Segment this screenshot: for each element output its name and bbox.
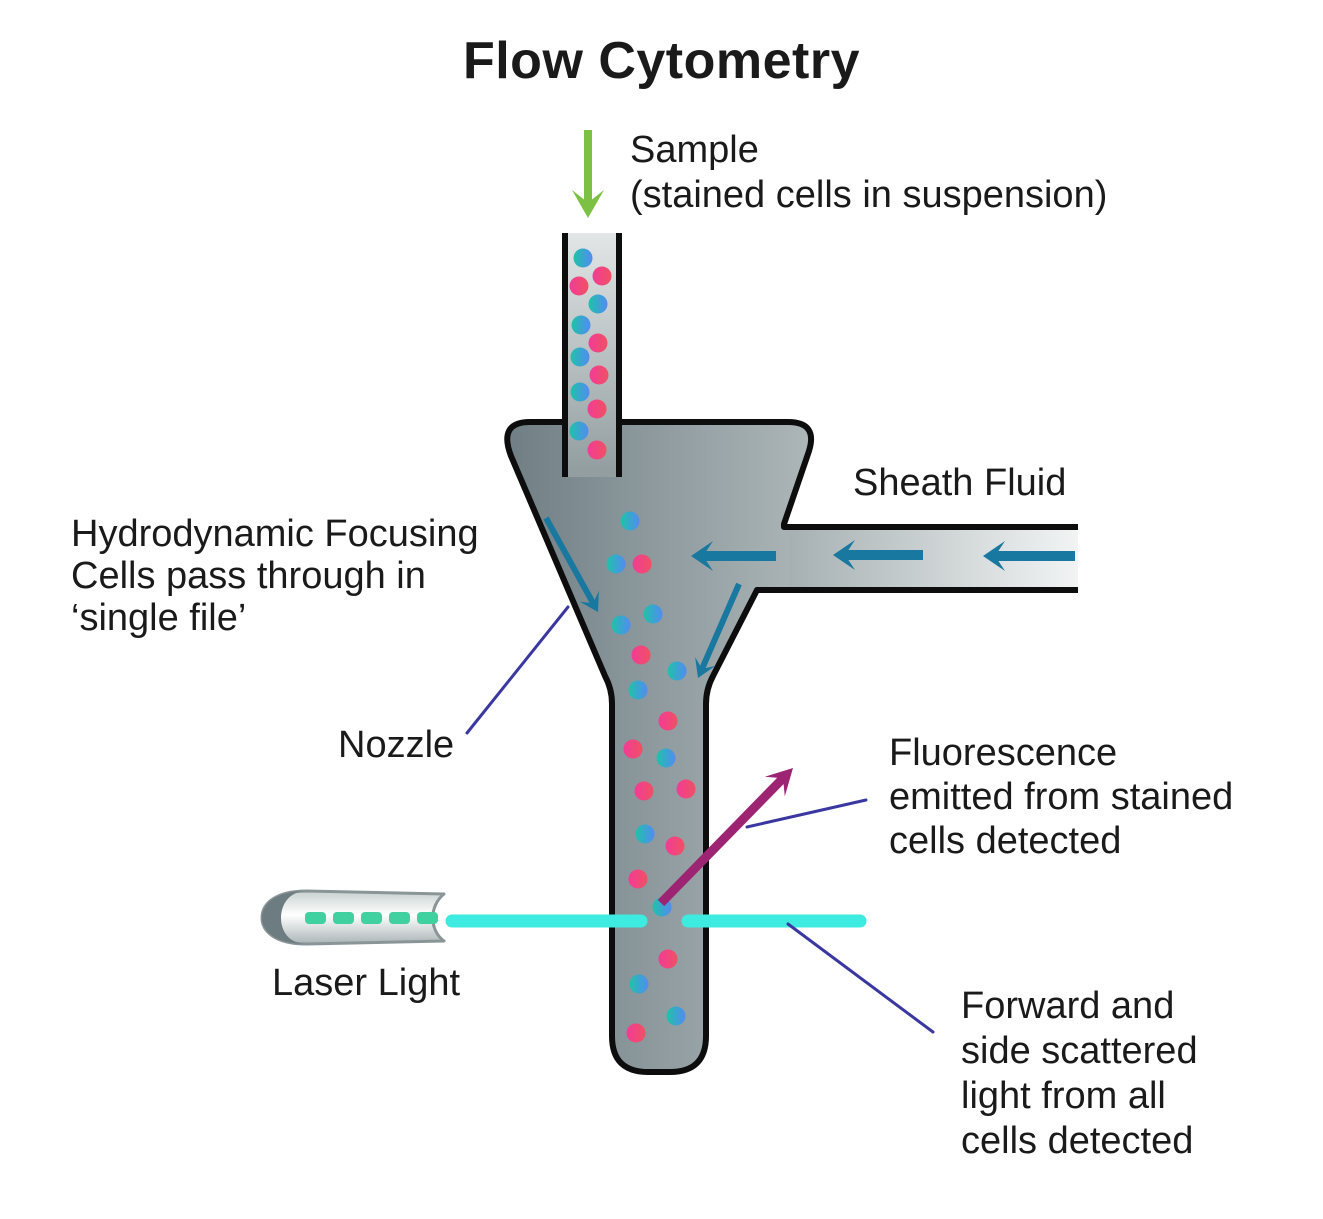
laser-dash [389, 912, 410, 924]
focusing-arrow-right-head [695, 657, 716, 678]
cell-dot-pink [676, 779, 696, 799]
sheath-flow-arrow-3 [983, 541, 1075, 571]
focusing-arrow-left-shaft [543, 516, 596, 605]
cell-dot-blue [573, 248, 593, 268]
fluorescence-label: Fluorescence emitted from stained cells … [889, 731, 1233, 863]
cell-dot-pink [592, 266, 612, 286]
pointer-lines [465, 605, 935, 1034]
cell-dot-pink [588, 333, 608, 353]
sheath-flow-arrow-2-head [833, 540, 855, 570]
cell-dot-pink [589, 365, 609, 385]
sheath-flow-arrow-3-head [983, 541, 1005, 571]
cell-dot-pink [634, 781, 654, 801]
cell-dot-pink [623, 739, 643, 759]
fluorescence-arrow-head [764, 768, 793, 797]
cell-dot-blue [635, 824, 655, 844]
cell-dot-pink [628, 869, 648, 889]
laser-end-cap [262, 891, 307, 944]
focusing-arrow-right [695, 582, 742, 678]
laser-device [260, 889, 446, 946]
flow-arrows [543, 130, 1075, 907]
laser-dash [417, 912, 438, 924]
focusing-arrow-left [543, 516, 599, 612]
fluorescence-label-line3: cells detected [889, 820, 1122, 862]
sheath-fluid-label: Sheath Fluid [853, 462, 1067, 504]
cell-dot-pink [587, 399, 607, 419]
laser-dash [333, 912, 354, 924]
funnel-outline [504, 419, 1078, 1075]
focusing-arrow-right-shaft [699, 582, 742, 671]
cell-dot-blue [656, 748, 676, 768]
cell-dot-blue [588, 294, 608, 314]
laser-light-label: Laser Light [272, 962, 461, 1004]
cell-dot-pink [632, 554, 652, 574]
cell-dot-pink [631, 645, 651, 665]
sample-label: Sample (stained cells in suspension) [630, 128, 1107, 218]
cell-dot-blue [570, 347, 590, 367]
focusing-arrow-left-head [579, 590, 599, 612]
hydro-label-line1: Hydrodynamic Focusing [71, 513, 479, 555]
fluorescence-label-line1: Fluorescence [889, 732, 1118, 774]
diagram-title: Flow Cytometry [462, 32, 861, 90]
cell-dot-blue [643, 604, 663, 624]
cell-dot-blue [569, 421, 589, 441]
sheath-flow-arrow-1-head [691, 541, 713, 571]
sample-flow-arrow [572, 130, 604, 218]
cell-dot-pink [665, 836, 685, 856]
scattered-label-line3: light from all [961, 1075, 1166, 1117]
scattered-label-line2: side scattered [961, 1030, 1198, 1072]
fluorescence-pointer-line [745, 798, 868, 829]
sample-label-line2: (stained cells in suspension) [630, 174, 1108, 216]
laser-dash [305, 912, 326, 924]
hydro-label-line2: Cells pass through in [71, 555, 426, 597]
nozzle-label: Nozzle [338, 724, 455, 766]
cell-dot-blue [606, 554, 626, 574]
laser-dash-lights [305, 912, 438, 924]
cell-dot-blue [620, 511, 640, 531]
sample-label-line1: Sample [630, 129, 759, 171]
sample-flow-arrow-head [572, 190, 604, 218]
fluorescence-arrow-shaft [657, 775, 787, 907]
cell-dot-blue [628, 680, 648, 700]
cell-dot-pink [587, 440, 607, 460]
cell-dot-blue [570, 382, 590, 402]
hydrodynamic-focusing-label: Hydrodynamic Focusing Cells pass through… [71, 513, 479, 639]
scattered-label-line4: cells detected [961, 1120, 1194, 1162]
cell-dots [569, 248, 696, 1043]
cell-dot-blue [571, 315, 591, 335]
sheath-flow-arrow-1 [691, 541, 776, 571]
cell-dot-blue [629, 974, 649, 994]
scatter-pointer-line [786, 922, 935, 1034]
nozzle-pointer-line [465, 605, 570, 735]
scattered-light-label: Forward and side scattered light from al… [961, 984, 1198, 1164]
laser-dash [361, 912, 382, 924]
sheath-flow-arrow-2 [833, 540, 923, 570]
hydro-label-line3: ‘single file’ [71, 597, 247, 639]
cell-dot-pink [658, 711, 678, 731]
cell-dot-pink [626, 1023, 646, 1043]
cell-dot-pink [569, 276, 589, 296]
fluorescence-arrow [657, 768, 793, 907]
cell-dot-pink [658, 949, 678, 969]
fluorescence-label-line2: emitted from stained [889, 776, 1234, 818]
scattered-label-line1: Forward and [961, 985, 1175, 1027]
cell-dot-blue [611, 615, 631, 635]
cell-dot-blue [667, 661, 687, 681]
cell-dot-blue [666, 1006, 686, 1026]
